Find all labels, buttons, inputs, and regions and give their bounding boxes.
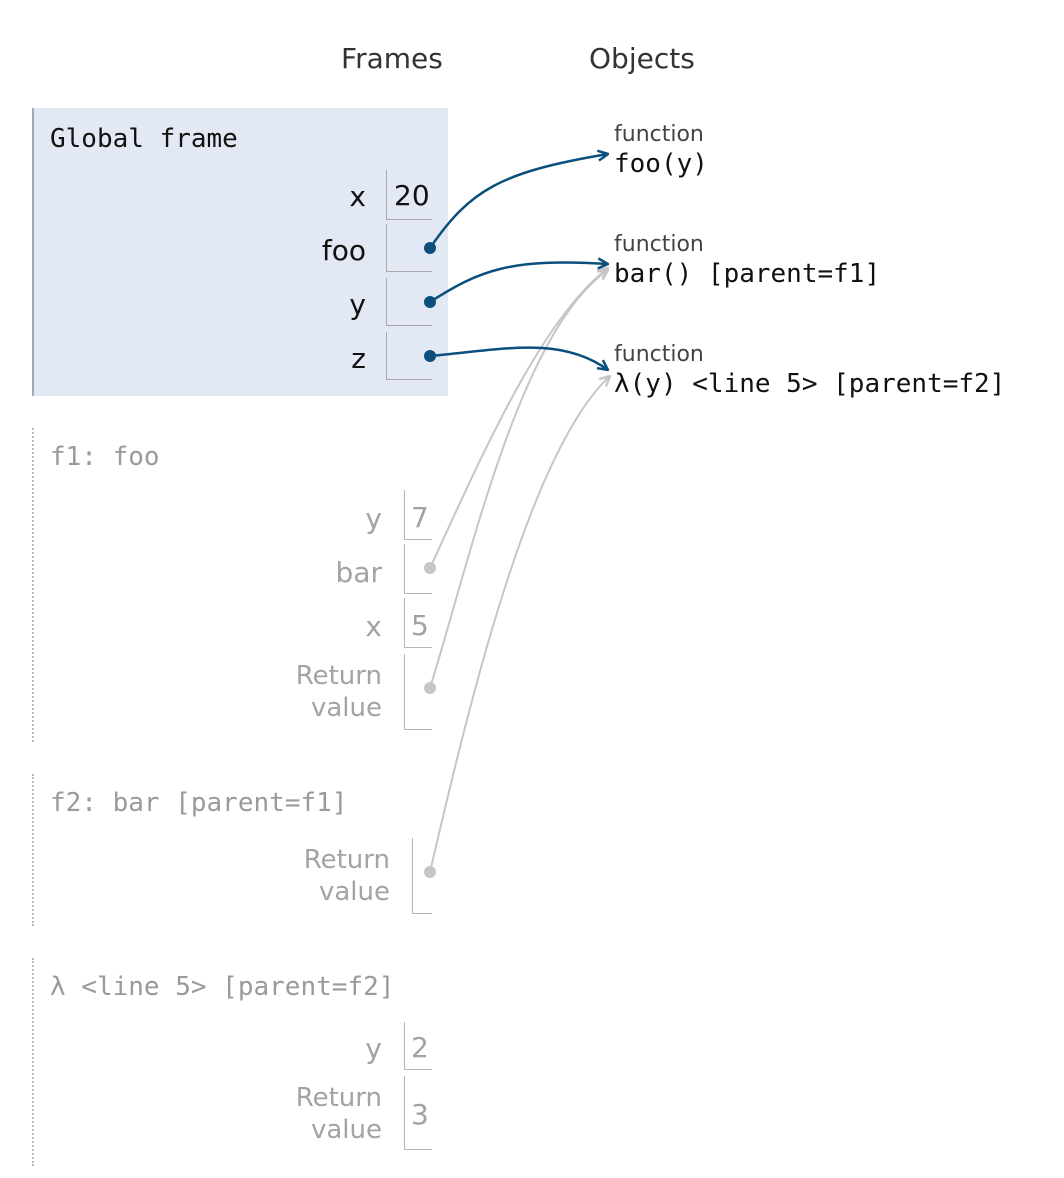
pointer-foo-to-foo-function bbox=[428, 154, 608, 249]
return-label-line1: Return bbox=[295, 661, 382, 691]
var-name-z: z bbox=[351, 342, 366, 375]
pointer-f1-bar-to-bar bbox=[429, 268, 608, 569]
frame-f2: f2: bar [parent=f1] Return value bbox=[32, 774, 448, 926]
var-value-return-value: 3 bbox=[411, 1098, 429, 1131]
var-name-y: y bbox=[365, 1032, 382, 1065]
var-slot-z bbox=[386, 332, 432, 380]
frame-title: λ <line 5> [parent=f2] bbox=[50, 972, 395, 1002]
frame-title: f2: bar [parent=f1] bbox=[50, 788, 348, 818]
pointer-y-to-bar-function bbox=[429, 263, 608, 304]
var-name-y: y bbox=[349, 288, 366, 321]
return-label-line1: Return bbox=[303, 845, 390, 875]
var-slot-x bbox=[404, 598, 432, 648]
var-value-x: 20 bbox=[394, 179, 430, 212]
frame-title: f1: foo bbox=[50, 442, 160, 472]
object-name: foo(y) bbox=[614, 149, 708, 179]
var-name-x: x bbox=[365, 610, 382, 643]
frame-title: Global frame bbox=[50, 124, 238, 154]
var-slot-return-value bbox=[404, 1076, 432, 1150]
pointer-z-to-lambda-function bbox=[429, 346, 608, 370]
var-name-return-value: Return value bbox=[296, 1082, 382, 1146]
var-slot-return-value bbox=[404, 654, 432, 730]
frames-header: Frames bbox=[341, 42, 443, 75]
objects-header: Objects bbox=[589, 42, 695, 75]
var-value-y: 7 bbox=[411, 501, 429, 534]
var-value-y: 2 bbox=[411, 1031, 429, 1064]
object-lambda-function: function λ(y) <line 5> [parent=f2] bbox=[614, 342, 1005, 400]
var-name-foo: foo bbox=[321, 234, 366, 267]
return-label-line2: value bbox=[310, 693, 382, 723]
var-slot-foo bbox=[386, 224, 432, 272]
object-type: function bbox=[614, 232, 704, 257]
var-name-y: y bbox=[365, 502, 382, 535]
frame-f1: f1: foo y 7 bar x 5 Return value bbox=[32, 428, 448, 742]
object-type: function bbox=[614, 342, 704, 367]
object-foo-function: function foo(y) bbox=[614, 122, 708, 180]
object-name: λ(y) <line 5> [parent=f2] bbox=[614, 369, 1006, 399]
pointer-f2-return-to-lambda bbox=[429, 376, 610, 873]
var-slot-y bbox=[404, 1022, 432, 1070]
return-label-line2: value bbox=[310, 1115, 382, 1145]
var-value-x: 5 bbox=[411, 609, 429, 642]
var-slot-x bbox=[386, 170, 432, 220]
var-slot-return-value bbox=[412, 838, 432, 914]
object-bar-function: function bar() [parent=f1] bbox=[614, 232, 880, 290]
object-type: function bbox=[614, 122, 704, 147]
pointer-f1-return-to-bar bbox=[429, 270, 608, 689]
frame-lambda: λ <line 5> [parent=f2] y 2 Return value … bbox=[32, 958, 448, 1166]
var-name-return-value: Return value bbox=[296, 660, 382, 724]
object-name: bar() [parent=f1] bbox=[614, 259, 881, 289]
global-frame: Global frame x 20 foo y z bbox=[32, 108, 448, 396]
var-slot-y bbox=[404, 490, 432, 540]
return-label-line2: value bbox=[318, 877, 390, 907]
var-name-return-value: Return value bbox=[304, 844, 390, 908]
var-name-x: x bbox=[349, 180, 366, 213]
var-slot-bar bbox=[404, 544, 432, 594]
var-name-bar: bar bbox=[335, 556, 382, 589]
return-label-line1: Return bbox=[295, 1083, 382, 1113]
var-slot-y bbox=[386, 278, 432, 326]
